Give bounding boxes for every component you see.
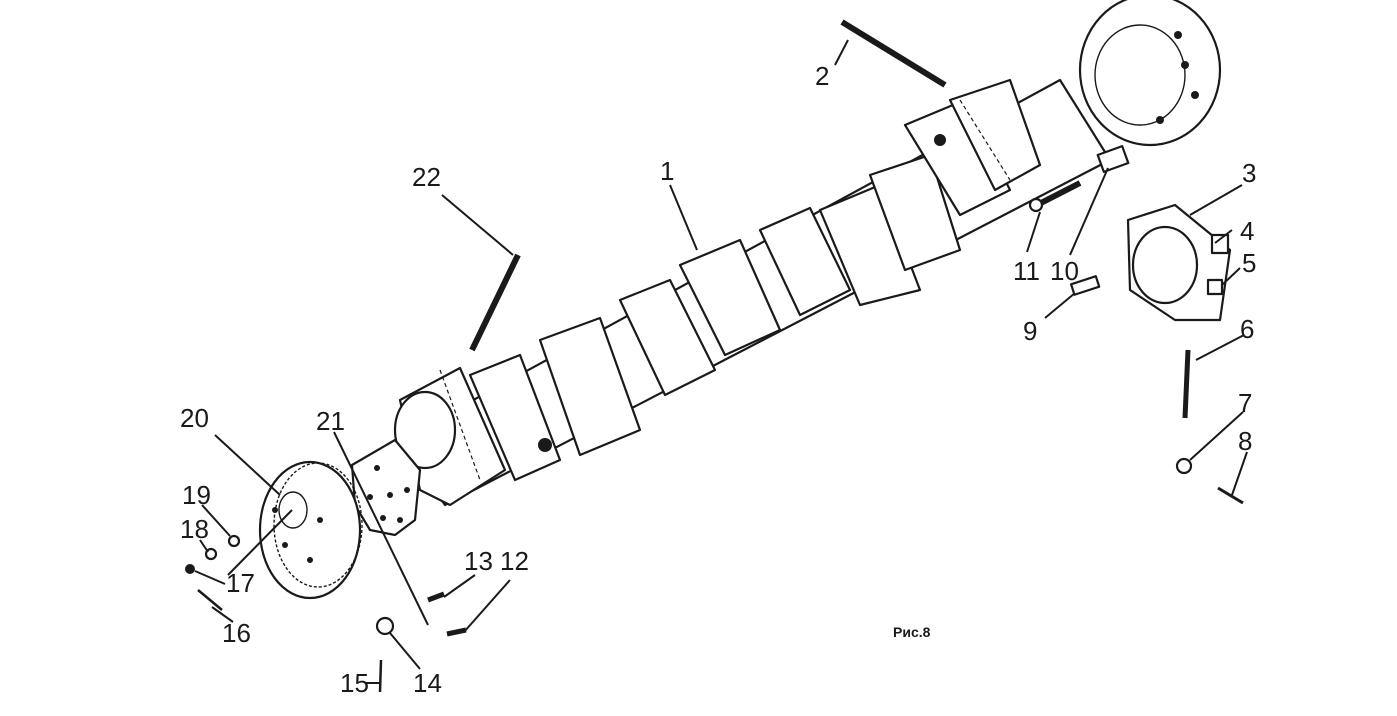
figure-caption: Рис.8 [893, 624, 931, 640]
flywheel-hole-a [272, 507, 278, 513]
crank-web-6 [758, 206, 852, 317]
bearing-cap-tab-5 [1206, 278, 1224, 296]
bolt-11-head [1028, 197, 1044, 213]
bolt-12 [446, 627, 467, 637]
callout-7: 7 [1238, 388, 1252, 418]
hub-hole-f [404, 487, 410, 493]
flywheel-teeth [273, 462, 363, 588]
callout-5: 5 [1242, 248, 1256, 278]
callout-labels: 1 2 3 4 5 6 7 8 9 10 11 12 13 14 15 16 1… [180, 61, 1256, 698]
crank-web-7 [818, 183, 922, 307]
web-oil-hole [934, 134, 946, 146]
pin-15 [378, 659, 383, 693]
oil-channel-1 [439, 369, 481, 481]
callout-12: 12 [500, 546, 529, 576]
bolt-19 [227, 534, 241, 548]
bushing-10 [1096, 144, 1130, 174]
callout-1: 1 [660, 156, 674, 186]
stud-6 [1182, 349, 1191, 419]
callout-2: 2 [815, 61, 829, 91]
flange-hole-d [1156, 116, 1164, 124]
hub-hole-a [374, 465, 380, 471]
crank-web-8 [868, 153, 962, 272]
flywheel-hole-c [307, 557, 313, 563]
nut-17 [185, 564, 195, 574]
callout-4: 4 [1240, 216, 1254, 246]
leader-lines [194, 39, 1248, 684]
callout-8: 8 [1238, 426, 1252, 456]
callout-15: 15 [340, 668, 369, 698]
flywheel-hole-b [282, 542, 288, 548]
rear-flange-inner [1094, 24, 1186, 126]
bearing-cap [1126, 203, 1232, 322]
callout-22: 22 [412, 162, 441, 192]
front-journal [393, 390, 457, 470]
callout-18: 18 [180, 514, 209, 544]
flange-hole-b [1191, 91, 1199, 99]
callout-19: 19 [182, 480, 211, 510]
hub-hole-b [387, 492, 393, 498]
callout-21: 21 [316, 406, 345, 436]
flange-hole-a [1181, 61, 1189, 69]
wire-16 [197, 589, 223, 611]
bolt-13 [427, 591, 445, 603]
oil-channel-2 [959, 99, 1011, 181]
hub-hole-c [367, 494, 373, 500]
bolt-11 [1035, 180, 1082, 208]
callout-10: 10 [1050, 256, 1079, 286]
key-9 [1069, 275, 1101, 296]
callout-11: 11 [1013, 256, 1040, 286]
flywheel-hole-d [317, 517, 323, 523]
crank-web-2 [468, 353, 562, 482]
bearing-cap-bore [1131, 225, 1199, 305]
rear-flange [1078, 0, 1222, 147]
callout-3: 3 [1242, 158, 1256, 188]
hub-hole-d [380, 515, 386, 521]
rod-2 [840, 19, 947, 88]
crank-web-10 [948, 78, 1042, 192]
crank-web-9 [903, 98, 1012, 217]
flange-hole-c [1174, 31, 1182, 39]
crank-web-4 [618, 278, 717, 397]
flywheel [258, 460, 363, 600]
pin-22 [469, 253, 521, 352]
crankshaft [393, 0, 1222, 507]
callout-20: 20 [180, 403, 209, 433]
hub-plate [350, 438, 422, 537]
bearing-cap-tab-4 [1210, 233, 1230, 255]
nut-14 [375, 616, 395, 636]
flywheel-hub [278, 491, 308, 529]
callout-13: 13 [464, 546, 493, 576]
callout-16: 16 [222, 618, 251, 648]
hub-hole-e [397, 517, 403, 523]
crank-web-3 [538, 316, 642, 457]
crank-web-5 [678, 238, 782, 357]
callout-17: 17 [226, 568, 255, 598]
callout-6: 6 [1240, 314, 1254, 344]
front-oil-hole [538, 438, 552, 452]
flywheel-rim [258, 460, 362, 600]
nut-7 [1175, 457, 1193, 475]
cotter-pin-8 [1217, 486, 1244, 505]
callout-14: 14 [413, 668, 442, 698]
callout-9: 9 [1023, 316, 1037, 346]
